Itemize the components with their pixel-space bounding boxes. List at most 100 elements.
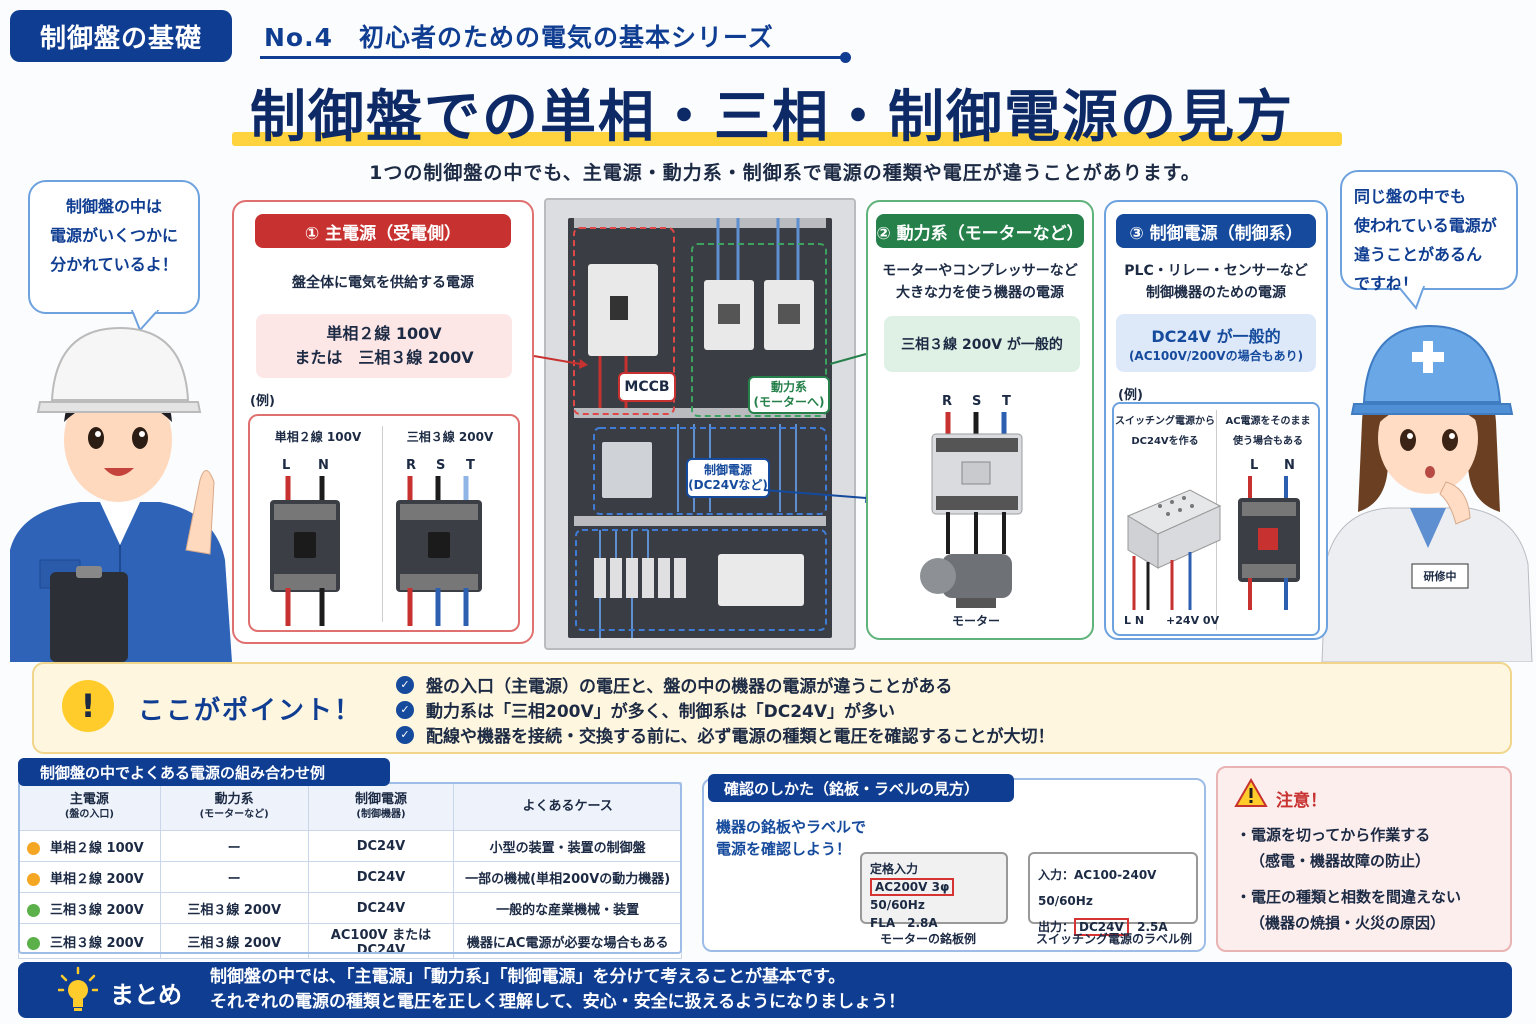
desc-line: 制御機器のための電源: [1146, 285, 1286, 301]
psu-output-value: DC24V: [1074, 918, 1129, 936]
worker-female-illustration: [1321, 324, 1533, 662]
caption-line: 使う場合もある: [1233, 436, 1303, 447]
table-title: 制御盤の中でよくある電源の組み合わせ例: [18, 758, 390, 786]
breaker-illustrations: [270, 476, 482, 626]
exclamation-icon: !: [62, 680, 114, 732]
cell-case: 一部の機械(単相200Vの動力機器): [453, 861, 682, 893]
instruction-line: 機器の銘板やラベルで: [716, 818, 867, 836]
lightbulb-icon: [58, 966, 98, 1011]
point-item: ✓動力系は「三相200V」が多く、制御系は「DC24V」が多い: [396, 697, 1055, 722]
cell-main: 三相３線 200V: [18, 892, 161, 924]
caution-panel: [1216, 766, 1512, 952]
psu-output-amp: 2.5A: [1137, 920, 1168, 934]
connector-arrows: [533, 350, 874, 503]
header-sub: (モーターなど): [199, 808, 269, 820]
phase-t: T: [1002, 394, 1011, 409]
tag-line: (DC24Vなど): [688, 478, 768, 492]
bubble-line: 使われている電源が: [1354, 216, 1497, 235]
summary-line: それぞれの電源の種類と電圧を正しく理解して、安心・安全に扱えるようになりましょう…: [210, 992, 906, 1012]
motor-nameplate: 定格入力 AC200V 3φ 50/60Hz FLA 2.8A: [860, 852, 1008, 930]
plate-heading: 定格入力: [870, 862, 919, 876]
caution-line: （機器の焼損・火災の原因）: [1250, 914, 1446, 932]
check-title: 確認のしかた（銘板・ラベルの見方）: [708, 774, 1014, 802]
power-system-panel: [866, 200, 1094, 640]
header-main: 主電源: [69, 791, 109, 807]
speech-bubble-right: 同じ盤の中でも 使われている電源が 違うことがあるん ですね！: [1340, 170, 1518, 293]
plate-voltage-row: AC200V 3φ 50/60Hz: [870, 878, 998, 914]
cell-power: 三相３線 200V: [159, 923, 309, 959]
summary-title: まとめ: [110, 981, 182, 1009]
phase-s: S: [436, 458, 446, 473]
check-icon: ✓: [396, 700, 414, 719]
plate-voltage: AC200V 3φ: [870, 878, 955, 896]
column-header: よくあるケース: [453, 782, 682, 831]
cell-text: 三相３線 200V: [50, 902, 144, 918]
motor-label: モーター: [951, 614, 1000, 628]
check-icon: ✓: [396, 725, 414, 744]
point-item: ✓盤の入口（主電源）の電圧と、盤の中の機器の電源が違うことがある: [396, 672, 1055, 697]
power-system-title: ② 動力系（モーターなど）: [876, 214, 1084, 248]
header-main: 動力系: [214, 791, 254, 807]
voltage-sub: (AC100V/200Vの場合もあり): [1128, 348, 1304, 363]
caption-line: スイッチング電源から: [1115, 416, 1215, 427]
point-title: ここがポイント！: [138, 696, 363, 726]
cell-control: DC24V: [307, 861, 455, 893]
summary-line: 制御盤の中では、「主電源」「動力系」「制御電源」を分けて考えることが基本です。: [210, 967, 846, 987]
caution-line: ・電源を切ってから作業する: [1236, 826, 1431, 844]
bubble-line: 制御盤の中は: [65, 197, 162, 216]
status-dot: [27, 872, 40, 886]
cell-case: 一般的な産業機械・装置: [453, 892, 682, 924]
phase-r: R: [942, 394, 953, 409]
caption-line: DC24Vを作る: [1131, 436, 1199, 447]
control-power-voltage: DC24V が一般的 (AC100V/200Vの場合もあり): [1116, 314, 1316, 372]
phase-n: N: [1284, 458, 1295, 473]
status-dot: [27, 903, 40, 917]
plate-fla: FLA 2.8A: [870, 916, 938, 930]
header-main: よくあるケース: [522, 799, 613, 814]
series-underline: [260, 56, 846, 59]
switching-psu-caption: スイッチング電源から DC24Vを作る: [1114, 412, 1216, 452]
header-sub: (制御機器): [356, 808, 406, 820]
cell-control: DC24V: [307, 892, 455, 924]
example-label: (例): [250, 394, 275, 409]
psu-input: 入力：AC100-240V 50/60Hz: [1038, 868, 1169, 908]
desc-line: モーターやコンプレッサーなど: [882, 263, 1078, 279]
bubble-line: 違うことがあるん: [1354, 245, 1483, 264]
example-label: (例): [1118, 388, 1143, 403]
point-text: 盤の入口（主電源）の電圧と、盤の中の機器の電源が違うことがある: [426, 677, 953, 697]
title-highlight: [232, 132, 1342, 146]
cell-control: AC100V または DC24V: [307, 923, 455, 959]
status-dot: [27, 936, 40, 950]
main-power-title: ① 主電源（受電側）: [255, 214, 511, 248]
cell-power: ー: [159, 830, 309, 862]
bubble-tail-right: [1396, 286, 1426, 310]
column-header: 動力系(モーターなど): [159, 782, 309, 831]
motor-plate-caption: モーターの銘板例: [880, 932, 977, 946]
cell-case: 小型の装置・装置の制御盤: [453, 830, 682, 862]
contactor-motor-illustration: [920, 412, 1023, 608]
control-power-label: 制御電源 (DC24Vなど): [686, 458, 770, 498]
point-list: ✓盤の入口（主電源）の電圧と、盤の中の機器の電源が違うことがある ✓動力系は「三…: [396, 672, 1055, 747]
point-banner: [32, 662, 1512, 754]
tag-line: 動力系: [770, 380, 807, 394]
caution-title: 注意！: [1276, 791, 1327, 811]
bubble-line: 同じ盤の中でも: [1354, 187, 1467, 206]
mccb-label: MCCB: [618, 372, 676, 402]
power-combination-table: 主電源(盤の入口) 動力系(モーターなど) 制御電源(制御機器) よくあるケース…: [18, 782, 682, 959]
desc-line: 大きな力を使う機器の電源: [896, 285, 1064, 301]
phase-l: L: [1250, 458, 1259, 473]
three-phase-label: 三相３線 200V: [406, 430, 494, 444]
plate-freq: 50/60Hz: [870, 898, 925, 912]
tag-line: 制御電源: [703, 463, 752, 477]
phase-s: S: [972, 394, 982, 409]
table-header-row: 主電源(盤の入口) 動力系(モーターなど) 制御電源(制御機器) よくあるケース: [18, 782, 682, 831]
summary-text: 制御盤の中では、「主電源」「動力系」「制御電源」を分けて考えることが基本です。 …: [210, 965, 905, 1015]
control-power-desc: PLC・リレー・センサーなど 制御機器のための電源: [1108, 260, 1324, 304]
cell-power: ー: [159, 861, 309, 893]
cell-main: 単相２線 200V: [18, 861, 161, 893]
psu-breaker-illustration: [1126, 476, 1300, 610]
series-line: No.4 初心者のための電気の基本シリーズ: [264, 23, 774, 52]
voltage-line: または 三相３線 200V: [294, 348, 474, 367]
point-text: 配線や機器を接続・交換する前に、必ず電源の種類と電圧を確認することが大切！: [426, 727, 1055, 747]
power-system-voltage: 三相３線 200V が一般的: [884, 316, 1080, 372]
